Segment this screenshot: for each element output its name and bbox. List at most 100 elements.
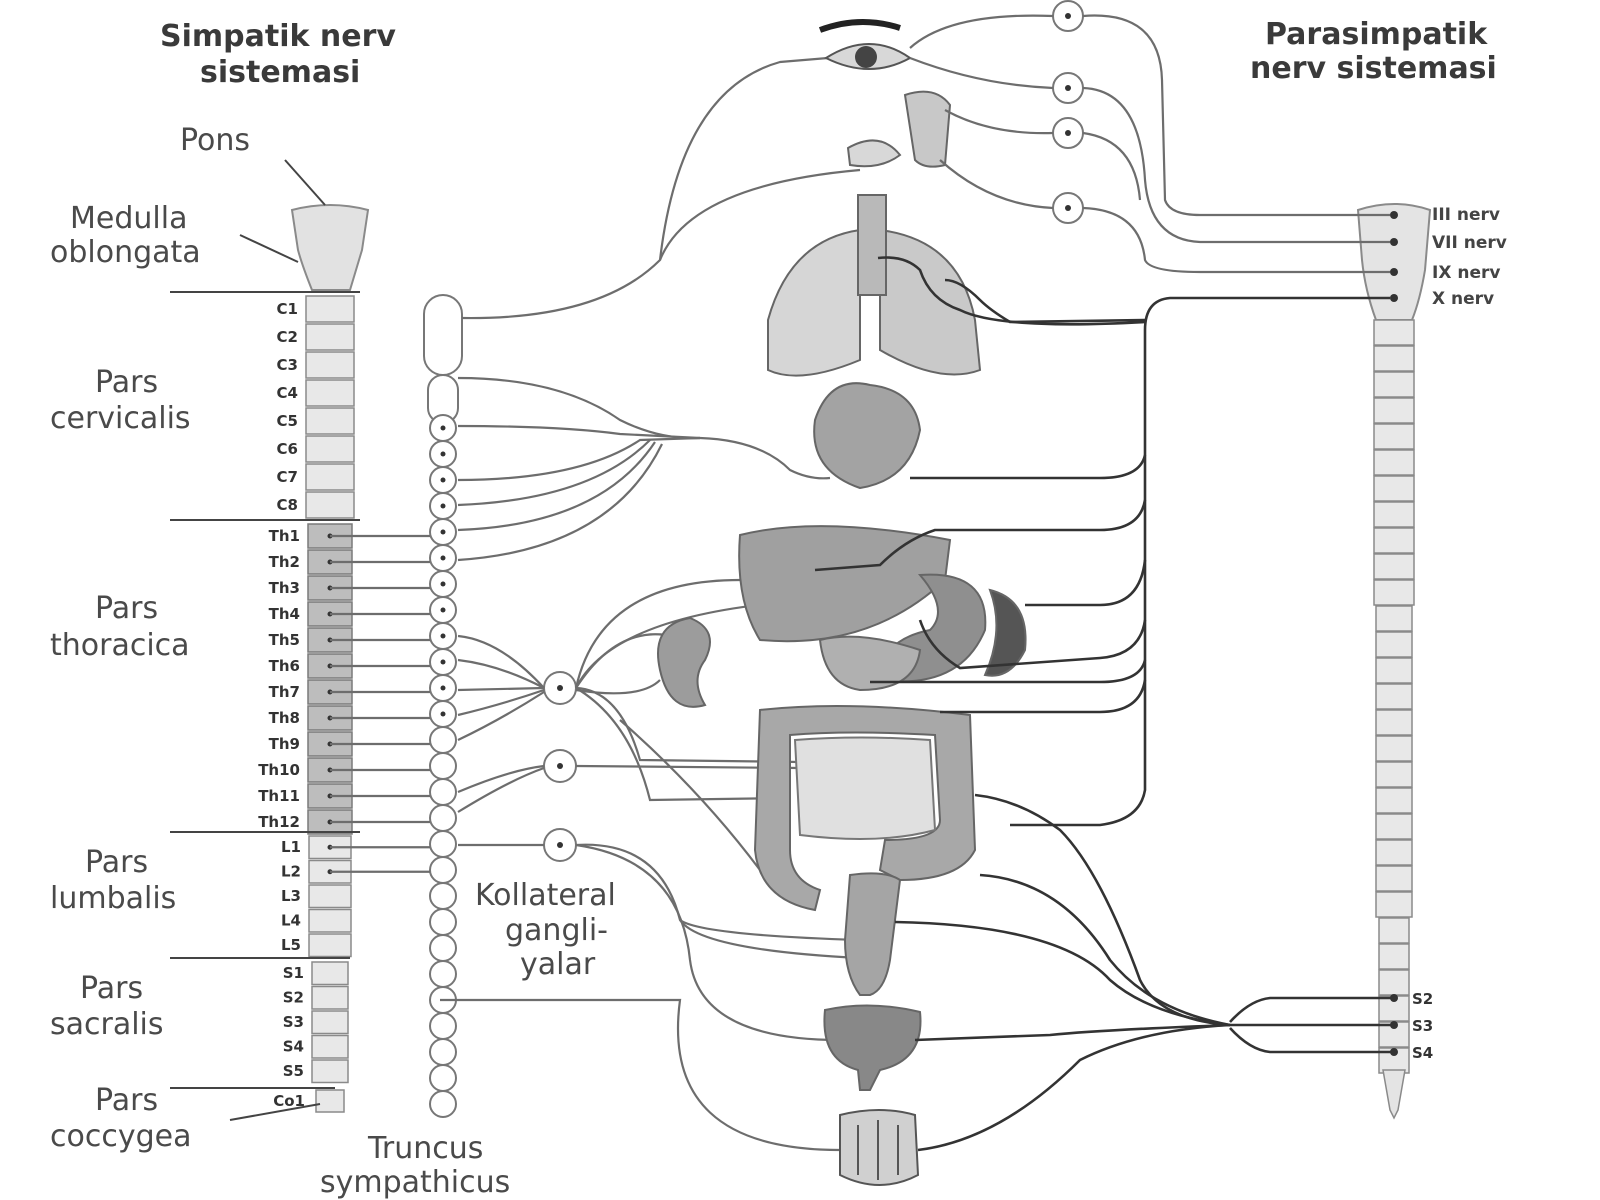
- segment-label-th3: Th3: [269, 579, 300, 597]
- splanchnic-6: [457, 764, 545, 794]
- coccygea-pointer: [229, 1103, 321, 1121]
- label-sacralis-line2: sacralis: [50, 1007, 164, 1042]
- sympathetic-header-line2: sistemasi: [200, 55, 360, 90]
- label-truncus-line1: Truncus: [367, 1131, 483, 1166]
- chain-ganglion-19: [429, 882, 457, 910]
- segment-label-l2: L2: [281, 862, 301, 880]
- spleen: [983, 588, 1027, 677]
- segment-label-c8: C8: [277, 496, 298, 514]
- chain-ganglion-dot-5: [440, 529, 446, 535]
- parasympathetic-header-line2: nerv sistemasi: [1250, 51, 1497, 86]
- superior-mesenteric-ganglion-dot: [557, 763, 563, 769]
- right-vertebra-9: [1373, 527, 1415, 554]
- wire-fan-4: [457, 439, 651, 507]
- segment-label-s1: S1: [283, 964, 304, 982]
- right-vertebra-6: [1373, 449, 1415, 476]
- label-medulla-line2: oblongata: [50, 235, 201, 270]
- vagus-trunk: [1010, 296, 1390, 827]
- organs: [657, 19, 1027, 1186]
- splanchnic-4: [457, 688, 545, 717]
- right-vertebra-13: [1375, 631, 1413, 658]
- parasympathetic-origin-dot-1: [1390, 211, 1398, 219]
- pterygopalatine-ganglion-dot: [1065, 85, 1071, 91]
- right-vertebra-22: [1375, 865, 1413, 892]
- cranial-nerve-X: X nerv: [1432, 289, 1494, 309]
- segment-label-s4: S4: [283, 1037, 304, 1055]
- celiac-to-liver: [574, 578, 741, 689]
- otic-ganglion-dot: [1065, 205, 1071, 211]
- wire-fan-3: [457, 436, 701, 482]
- segment-label-c5: C5: [277, 412, 298, 430]
- small-intestine: [793, 736, 937, 840]
- chain-ganglion-18: [429, 856, 457, 884]
- submandibular-ganglion-dot: [1065, 130, 1071, 136]
- celiac-ganglion-dot: [557, 685, 563, 691]
- wire-fan-5: [457, 441, 656, 532]
- chain-ganglion-21: [429, 934, 457, 962]
- cranial-nerve-III: III nerv: [1432, 205, 1500, 225]
- chain-ganglion-dot-10: [440, 659, 446, 665]
- segment-label-th12: Th12: [258, 813, 300, 831]
- right-vertebrae: [1373, 211, 1415, 1074]
- right-vertebra-17: [1375, 735, 1413, 762]
- vertebra-th11: [307, 783, 353, 809]
- vagus-to-colon: [940, 679, 1147, 714]
- sympathetic-header-line1: Simpatik nerv: [160, 19, 396, 54]
- parasympathetic-origin-dot-3: [1390, 268, 1398, 276]
- celiac-to-kidney: [575, 679, 661, 695]
- right-lung: [879, 228, 982, 376]
- submand-to-VII: [1082, 131, 1142, 201]
- label-coccygea-line2: coccygea: [50, 1119, 191, 1154]
- parasympathetic-ganglia: [1052, 0, 1084, 224]
- chain-ganglion-dot-9: [440, 633, 446, 639]
- vertebra-c6: [305, 435, 355, 463]
- wire-to-heart: [699, 436, 831, 480]
- chain-ganglion-dot-1: [440, 425, 446, 431]
- right-vertebra-15: [1375, 683, 1413, 710]
- vertebra-s2: [311, 985, 349, 1010]
- segment-label-th10: Th10: [258, 761, 300, 779]
- salivary-to-otic: [939, 159, 1054, 210]
- right-vertebra-19: [1375, 787, 1413, 814]
- label-kollateral-line2: gangli-: [505, 913, 608, 948]
- ciliary-ganglion-dot: [1065, 13, 1071, 19]
- vertebra-s5: [311, 1059, 349, 1084]
- label-kollateral-line1: Kollateral: [475, 878, 616, 913]
- segment-label-th8: Th8: [269, 709, 300, 727]
- superior-mes-out-2: [619, 719, 761, 871]
- label-thoracica-line2: thoracica: [50, 628, 190, 663]
- wire-to-eye: [461, 56, 829, 320]
- wire-fan-2: [457, 424, 701, 440]
- right-vertebra-1: [1373, 319, 1415, 346]
- eye-to-pterygo: [909, 56, 1054, 90]
- cranial-nerve-VII: VII nerv: [1432, 233, 1507, 253]
- label-truncus-line2: sympathicus: [320, 1165, 510, 1200]
- right-vertebra-18: [1375, 761, 1413, 788]
- vertebra-c1: [305, 295, 355, 323]
- pons-shape: [290, 204, 370, 291]
- label-kollateral-line3: yalar: [520, 947, 596, 982]
- segment-label-th9: Th9: [269, 735, 300, 753]
- sacral-to-colon-2: [979, 873, 1231, 1027]
- chain-ganglion-dot-11: [440, 685, 446, 691]
- sacral-S4: [1229, 1027, 1395, 1054]
- right-vertebra-2: [1373, 345, 1415, 372]
- right-vertebra-24: [1378, 917, 1410, 944]
- right-vertebra-10: [1373, 553, 1415, 580]
- salivary-to-submand: [944, 109, 1054, 135]
- vagus-to-pancreas: [870, 659, 1147, 684]
- otic-to-IX: [1082, 206, 1390, 274]
- right-cord-tail: [1382, 1069, 1406, 1120]
- vertebra-c8: [305, 491, 355, 519]
- kidney: [657, 616, 711, 708]
- left-spinal-cord: C1C2C3C4C5C6C7C8Th1Th2Th3Th4Th5Th6Th7Th8…: [170, 204, 370, 1113]
- segment-label-s5: S5: [283, 1062, 304, 1080]
- vagus-to-lungs: [944, 278, 1146, 324]
- left-vertebrae: C1C2C3C4C5C6C7C8Th1Th2Th3Th4Th5Th6Th7Th8…: [258, 295, 355, 1113]
- right-spinal-cord: [1356, 203, 1432, 1120]
- label-sacralis-line1: Pars: [80, 971, 143, 1006]
- splanchnic-7: [457, 766, 545, 813]
- vagus-to-stomach: [1025, 559, 1147, 607]
- inferior-mes-to-sigmoid: [679, 919, 861, 942]
- bladder: [823, 1004, 922, 1091]
